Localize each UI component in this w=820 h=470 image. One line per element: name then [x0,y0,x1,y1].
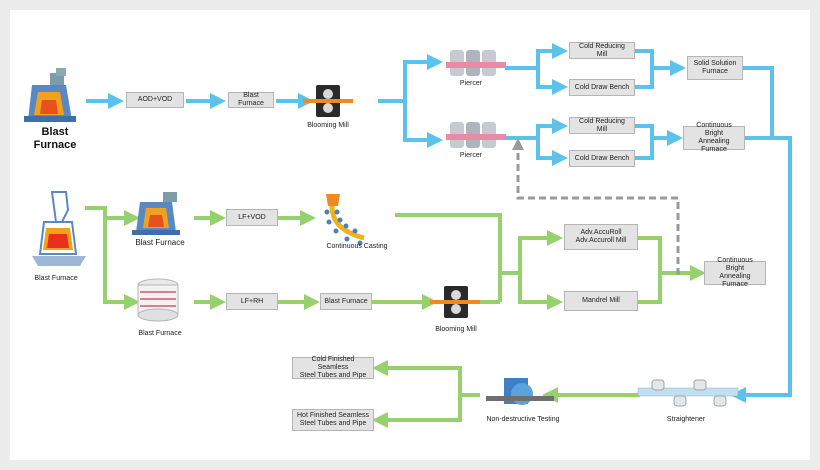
mandrel-mill-box: Mandrel Mill [564,291,638,311]
straightener-icon [637,379,739,407]
piercer-icon [446,122,506,148]
hot-finished-tubes-box: Hot Finished Seamless Steel Tubes and Pi… [292,409,374,431]
continuous-casting-label: Continuous Casting [326,243,388,250]
flow-connectors [24,43,792,428]
ladle-furnace-icon [32,191,86,266]
coil-furnace-icon [137,278,179,322]
lf-rh-box: LF+RH [226,293,278,310]
blooming-mill-label-top: Blooming Mill [307,122,349,129]
blast-furnace-label-left: Blast Furnace [34,275,78,282]
piercer-label-upper: Piercer [459,80,483,87]
arrow-to-piercer-lower [403,101,443,148]
piercer-icon [446,50,506,76]
blast-furnace-icon [24,68,76,122]
cold-draw-bench-box-lower: Cold Draw Bench [569,150,635,167]
straightener-label: Straightener [666,416,706,423]
blast-furnace-box-middle: Blast Furnace [320,293,372,310]
solid-solution-furnace-box: Solid Solution Furnace [687,56,743,80]
blooming-mill-icon [430,286,480,318]
continuous-bright-annealing-box-mid: Continuous Bright Annealing Furnace [704,257,766,288]
adv-accuroll-mill-box: Adv.AccuRoll Adv.Accuroll Mill [564,224,638,250]
arrow-to-straightener [730,136,792,403]
blooming-mill-label-middle: Blooming Mill [435,326,477,333]
blast-furnace-label-top: Blast Furnace [33,126,77,151]
aod-vod-box: AOD+VOD [126,92,184,108]
blast-furnace-label-upper: Blast Furnace [135,238,185,247]
dashed-return-to-piercer [512,138,680,275]
blast-furnace-box-top: Blast Furnace [228,92,274,108]
ndt-machine-icon [486,378,554,405]
cold-draw-bench-box-upper: Cold Draw Bench [569,79,635,96]
blooming-mill-icon [303,85,353,117]
cold-reducing-mill-box-upper: Cold Reducing Mill [569,42,635,59]
arrow-to-piercer-upper [378,54,443,103]
process-diagram: Blast Furnace AOD+VOD Blast Furnace Bloo… [10,10,810,460]
blast-furnace-label-lower: Blast Furnace [138,330,182,337]
blast-furnace-icon [132,192,180,235]
lf-vod-box: LF+VOD [226,209,278,226]
cold-finished-tubes-box: Cold Finished Seamless Steel Tubes and P… [292,356,374,379]
continuous-bright-annealing-box-top: Continuous Bright Annealing Furnace [683,122,745,153]
continuous-casting-icon [324,194,365,246]
cold-reducing-mill-box-lower: Cold Reducing Mill [569,117,635,134]
ndt-label: Non-destructive Testing [486,416,560,423]
piercer-label-lower: Piercer [459,152,483,159]
